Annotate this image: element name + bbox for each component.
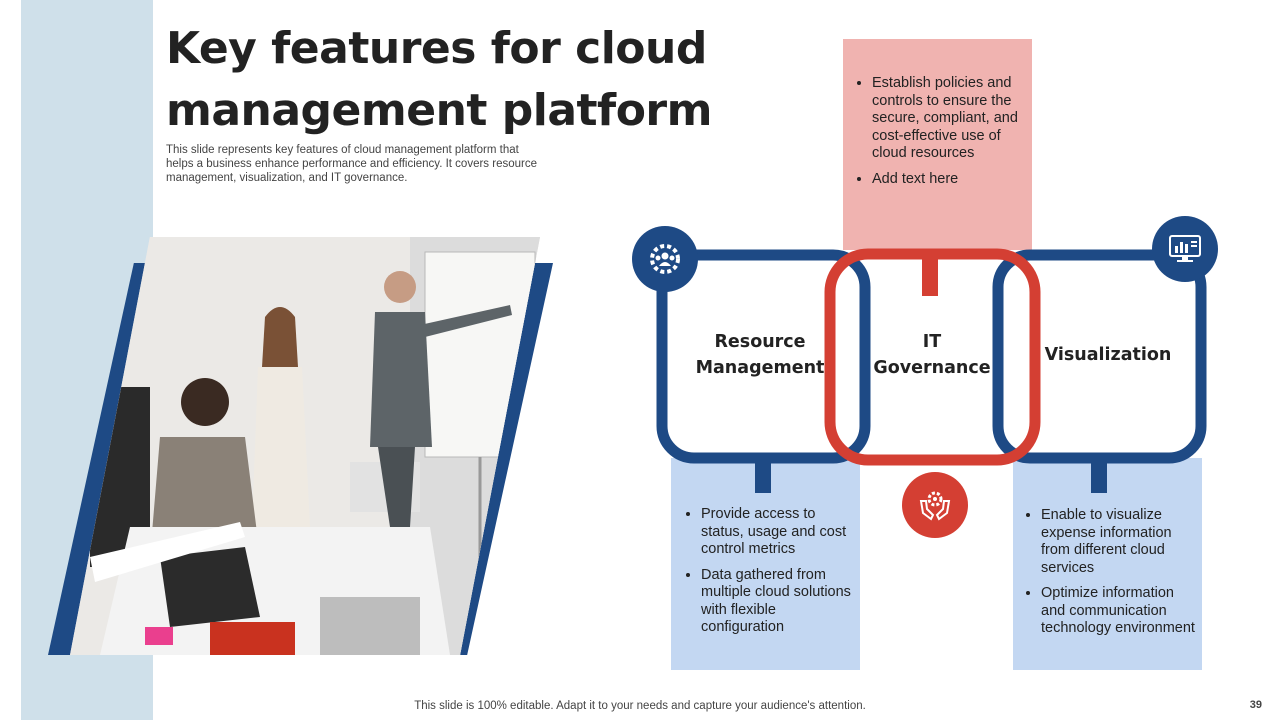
list-item: Enable to visualize expense information … [1041,507,1196,577]
resource-frame [656,249,871,464]
visualization-frame [992,249,1207,464]
list-item: Provide access to status, usage and cost… [701,506,856,559]
features-diagram: Resource Management IT Governance Visual… [620,30,1260,680]
list-item: Establish policies and controls to ensur… [872,75,1027,163]
resource-text-box [671,458,860,670]
title-line-1: Key features for cloud [166,23,707,74]
visualization-text-box [1013,458,1202,670]
page-number: 39 [1249,699,1262,711]
hands-gear-icon [917,487,953,523]
slide-description: This slide represents key features of cl… [166,144,537,184]
governance-text-box [843,39,1032,250]
meeting-photo [70,237,540,655]
resource-management-label: Resource Management [695,332,825,378]
page-title: Key features for cloud management platfo… [166,18,726,142]
list-item: Data gathered from multiple cloud soluti… [701,567,856,637]
footer-note: This slide is 100% editable. Adapt it to… [414,700,866,712]
governance-frame [824,248,1041,466]
title-line-2: management platform [166,85,712,136]
visualization-bullets: Enable to visualize expense information … [1021,507,1196,646]
team-gear-icon [647,241,683,277]
resource-bullets: Provide access to status, usage and cost… [681,506,856,645]
list-item: Optimize information and communication t… [1041,585,1196,638]
it-governance-label: IT Governance [873,332,991,378]
list-item: Add text here [872,171,1027,189]
visualization-label: Visualization [1044,345,1172,365]
monitor-chart-icon [1167,231,1203,267]
governance-bullets: Establish policies and controls to ensur… [852,75,1027,196]
